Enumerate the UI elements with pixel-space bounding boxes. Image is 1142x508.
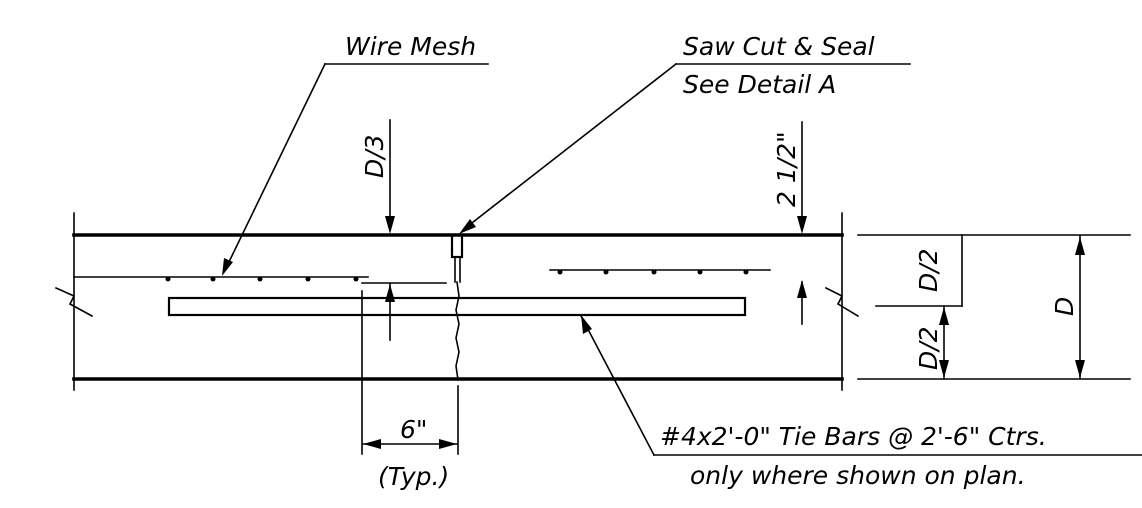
d-third-lower-arrowhead — [385, 284, 395, 302]
saw-cut-label: Saw Cut & Seal — [683, 32, 875, 61]
lower-half-label: D/2 — [914, 326, 943, 370]
six-inch-dimension — [361, 290, 459, 455]
d-third-dimension — [361, 119, 447, 341]
d-third-label: D/3 — [360, 134, 389, 178]
total-depth-arrow-bottom — [1075, 360, 1085, 378]
six-inch-label: 6" — [400, 415, 427, 444]
wire-mesh-leader — [222, 62, 489, 276]
cover-arrowhead-bottom — [797, 280, 807, 298]
saw-cut-leader — [459, 62, 911, 234]
crack-line — [455, 281, 460, 381]
tie-bar-label: #4x2'-0" Tie Bars @ 2'-6" Ctrs. — [660, 422, 1047, 451]
tie-bar-arrowhead — [581, 315, 592, 334]
six-inch-arrow-left — [363, 439, 381, 449]
wire-mesh-leader-line — [225, 62, 327, 268]
six-inch-arrow-right — [439, 439, 457, 449]
saw-cut — [450, 233, 464, 381]
total-depth-label: D — [1050, 297, 1079, 316]
wire-mesh-dots — [165, 269, 749, 282]
tie-bar-leader-line — [579, 314, 656, 457]
upper-half-label: D/2 — [914, 248, 943, 292]
total-depth-arrow-top — [1075, 237, 1085, 255]
tie-bar-note: only where shown on plan. — [690, 461, 1026, 490]
cover-dimension — [797, 121, 807, 325]
saw-cut-seal — [450, 233, 464, 259]
break-line-left — [54, 286, 94, 318]
wire-mesh-label: Wire Mesh — [345, 32, 476, 61]
wire-mesh — [73, 269, 771, 282]
cover-label: 2 1/2" — [772, 131, 801, 207]
see-detail-label: See Detail A — [683, 70, 836, 99]
lower-half-arrow-top — [939, 307, 949, 325]
lower-half-arrow-bottom — [939, 360, 949, 378]
saw-cut-leader-line — [466, 62, 678, 228]
wire-mesh-arrowhead — [222, 258, 233, 276]
tie-bar-leader — [579, 314, 1142, 457]
break-line-right — [824, 286, 860, 318]
saw-cut-arrowhead — [459, 219, 476, 234]
depth-dimensions — [857, 234, 1131, 380]
d-third-arrowhead — [385, 216, 395, 234]
cover-arrowhead-top — [797, 216, 807, 234]
typ-label: (Typ.) — [378, 462, 449, 491]
